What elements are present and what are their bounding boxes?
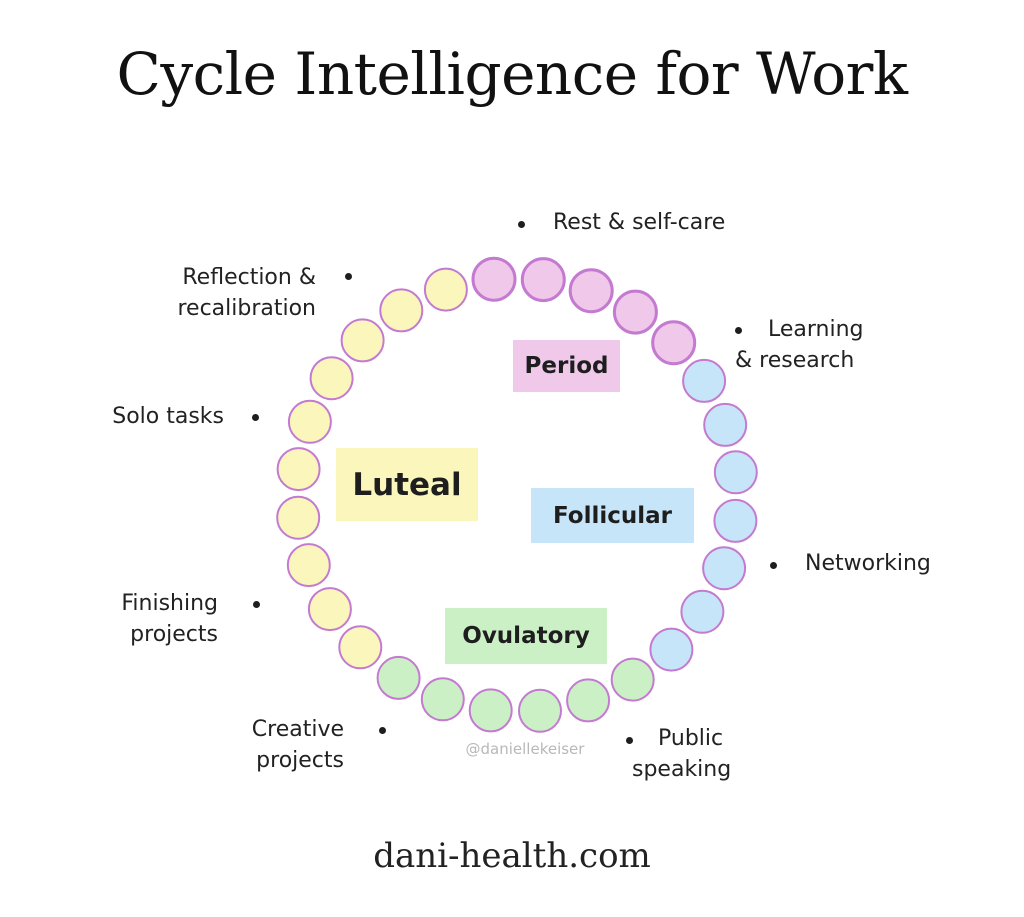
tip-finishing-line2: projects xyxy=(130,622,218,647)
cycle-day-26-luteal xyxy=(340,318,385,363)
cycle-day-6-follicular xyxy=(682,358,727,403)
tip-reflection-line2: recalibration xyxy=(177,296,316,321)
phase-label-follicular: Follicular xyxy=(531,488,694,543)
cycle-day-21-luteal xyxy=(286,543,331,588)
cycle-day-4-period xyxy=(612,289,658,335)
bullet-dot xyxy=(252,414,259,421)
cycle-day-22-luteal xyxy=(276,495,321,540)
cycle-day-8-follicular xyxy=(713,450,758,495)
tip-reflection-line1: Reflection & xyxy=(182,265,316,290)
tip-solo: Solo tasks xyxy=(112,404,224,429)
cycle-day-14-ovulatory xyxy=(566,678,611,723)
tip-learning-line2: & research xyxy=(735,348,855,373)
phase-label-luteal: Luteal xyxy=(336,448,478,521)
phase-label-period: Period xyxy=(513,340,620,392)
cycle-day-19-luteal xyxy=(338,625,383,670)
bullet-dot xyxy=(735,327,742,334)
cycle-day-23-luteal xyxy=(276,447,321,492)
cycle-day-16-ovulatory xyxy=(468,688,513,733)
cycle-day-5-period xyxy=(651,320,697,366)
cycle-day-10-follicular xyxy=(702,546,747,591)
cycle-day-11-follicular xyxy=(680,589,725,634)
cycle-day-2-period xyxy=(520,257,566,303)
cycle-day-24-luteal xyxy=(287,399,332,444)
tip-public-line1: Public xyxy=(658,726,724,751)
tip-public-line2: speaking xyxy=(632,757,732,782)
tip-networking: Networking xyxy=(805,551,931,576)
tip-finishing-line1: Finishing xyxy=(121,591,218,616)
cycle-day-20-luteal xyxy=(307,587,352,632)
bullet-dot xyxy=(379,727,386,734)
cycle-day-3-period xyxy=(568,268,614,314)
cycle-day-9-follicular xyxy=(713,498,758,543)
cycle-day-28-luteal xyxy=(423,267,468,312)
cycle-day-17-ovulatory xyxy=(420,677,465,722)
tip-learning-line1: Learning xyxy=(768,317,864,342)
cycle-day-1-period xyxy=(471,256,517,302)
page-title: Cycle Intelligence for Work xyxy=(116,40,908,108)
cycle-day-18-ovulatory xyxy=(376,655,421,700)
phase-label-ovulatory: Ovulatory xyxy=(445,608,607,664)
tip-rest: Rest & self-care xyxy=(553,210,726,235)
footer-url: dani-health.com xyxy=(373,836,651,876)
cycle-day-15-ovulatory xyxy=(518,688,562,733)
bullet-dot xyxy=(770,562,777,569)
bullet-dot xyxy=(345,273,352,280)
tip-creative-line2: projects xyxy=(256,748,344,773)
cycle-day-27-luteal xyxy=(379,288,424,333)
cycle-day-25-luteal xyxy=(309,356,354,401)
cycle-day-12-follicular xyxy=(649,627,694,672)
bullet-dot xyxy=(626,737,633,744)
cycle-day-13-ovulatory xyxy=(610,657,655,702)
watermark-handle: @daniellekeiser xyxy=(465,740,585,758)
bullet-dot xyxy=(253,601,260,608)
cycle-day-7-follicular xyxy=(703,402,748,447)
bullet-dot xyxy=(518,221,525,228)
tip-creative-line1: Creative xyxy=(251,717,344,742)
